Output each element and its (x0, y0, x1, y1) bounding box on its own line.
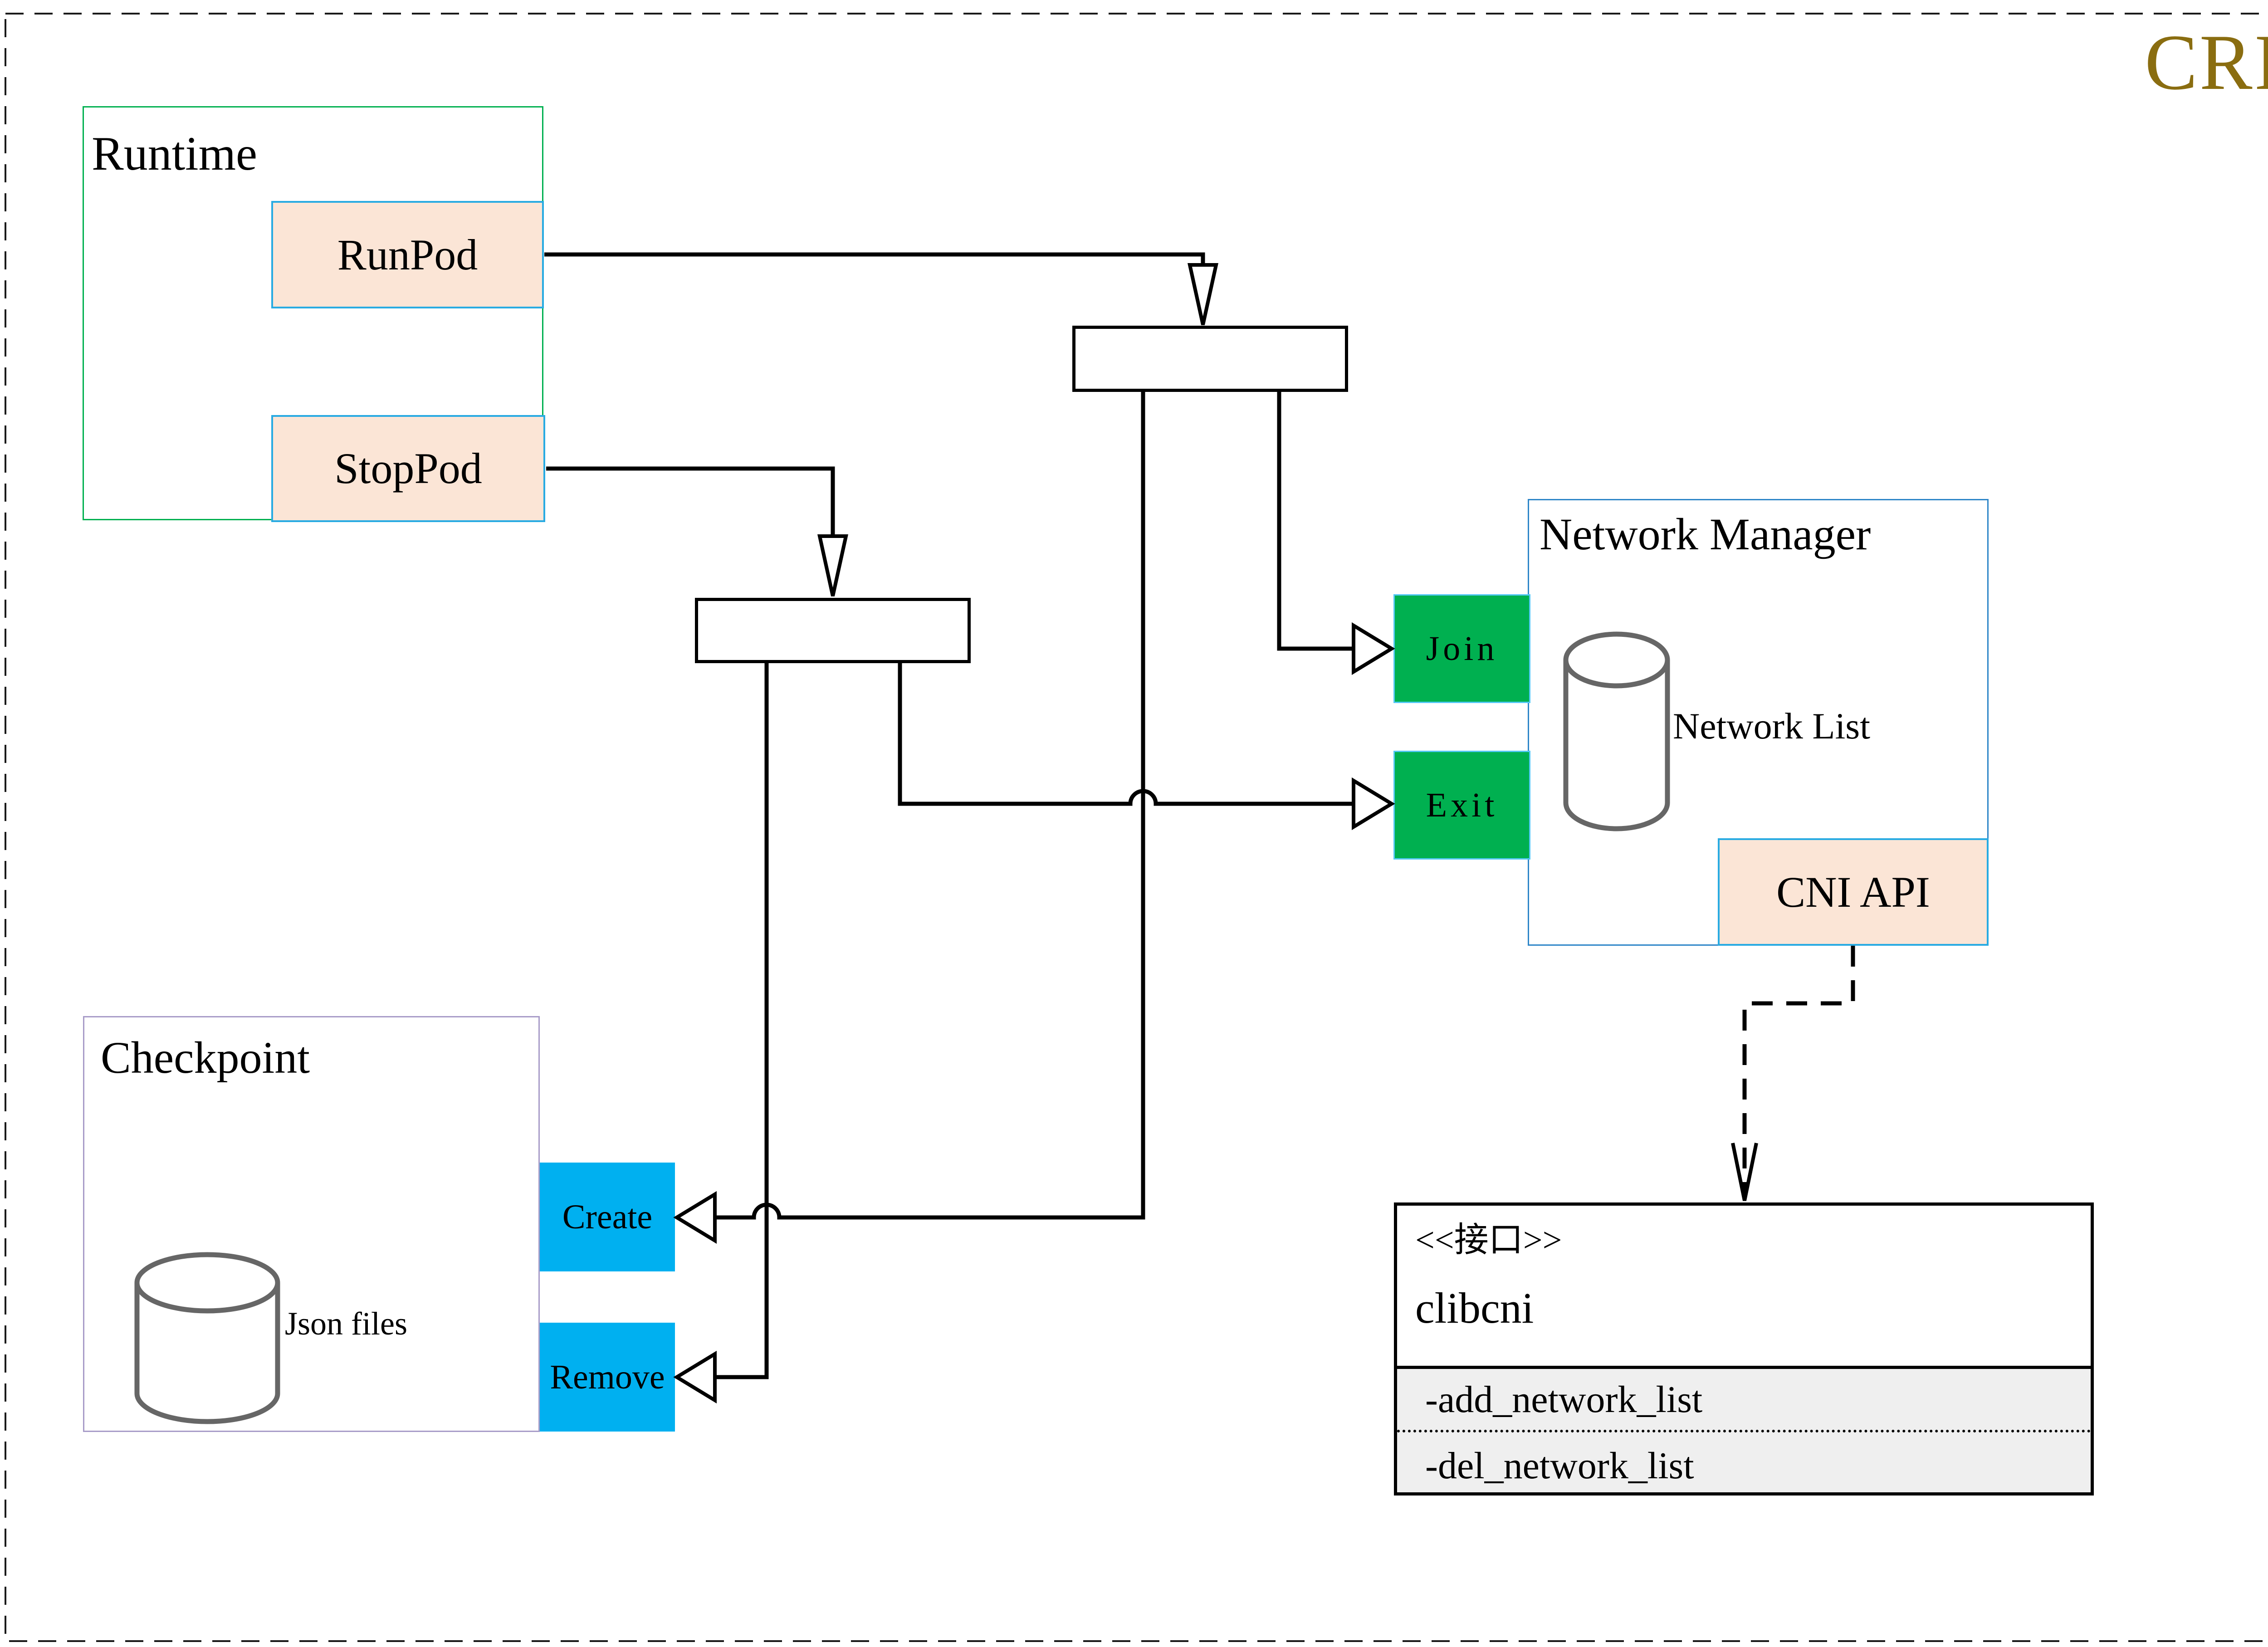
stoppod-junction-bar (695, 598, 971, 663)
join-node: Join (1393, 594, 1530, 703)
runpod-to-bar-wire (544, 252, 1205, 324)
clibcni-header: <<接口>> clibcni (1397, 1206, 2091, 1366)
checkpoint-group-label: Checkpoint (101, 1032, 310, 1083)
create-node: Create (540, 1163, 675, 1271)
network-list-label: Network List (1673, 705, 1870, 747)
arrowhead-right-into-join (1352, 622, 1395, 675)
remove-node: Remove (540, 1323, 675, 1432)
arrowhead-left-into-remove (673, 1350, 717, 1404)
stoppod-to-bar-wire (546, 466, 835, 595)
exit-node: Exit (1393, 751, 1530, 860)
clibcni-methods-section: -add_network_list -del_network_list (1397, 1366, 2091, 1492)
bar-to-create-wire (715, 392, 1145, 1220)
join-label: Join (1426, 630, 1498, 668)
cni-api-label: CNI API (1776, 867, 1930, 916)
create-label: Create (562, 1198, 653, 1236)
clibcni-method-add-network-list: -add_network_list (1397, 1369, 2091, 1432)
bar-to-exit-wire (898, 663, 1354, 806)
arrowhead-down-into-bar2 (817, 534, 848, 596)
json-files-label: Json files (285, 1305, 407, 1342)
remove-label: Remove (550, 1358, 665, 1396)
open-arrowhead-into-clibcni (1731, 1143, 1758, 1201)
runtime-group-label: Runtime (92, 127, 258, 180)
arrowhead-left-into-create (673, 1191, 717, 1244)
exit-label: Exit (1426, 786, 1498, 824)
clibcni-name: clibcni (1415, 1284, 1534, 1332)
arrowhead-right-into-exit (1352, 777, 1395, 831)
arrowhead-down-into-bar1 (1188, 263, 1218, 325)
runpod-junction-bar (1072, 326, 1348, 392)
arrowheads (673, 263, 1395, 1404)
runpod-node: RunPod (271, 201, 544, 308)
network-manager-group-label: Network Manager (1540, 509, 1871, 559)
bar-to-join-wire (1277, 392, 1354, 651)
clibcni-method-del-network-list: -del_network_list (1425, 1444, 1694, 1487)
bar-to-remove-wire (715, 663, 769, 1379)
clibcni-stereotype: <<接口>> (1415, 1221, 1562, 1259)
stoppod-label: StopPod (334, 444, 482, 493)
runpod-label: RunPod (337, 230, 478, 279)
cni-api-node: CNI API (1718, 838, 1989, 946)
stoppod-node: StopPod (271, 415, 545, 522)
cri-title-badge: CRI (2145, 18, 2268, 106)
cni-to-clibcni-dashed-wire (1742, 946, 1855, 1196)
clibcni-interface-box: <<接口>> clibcni -add_network_list -del_ne… (1394, 1202, 2094, 1495)
